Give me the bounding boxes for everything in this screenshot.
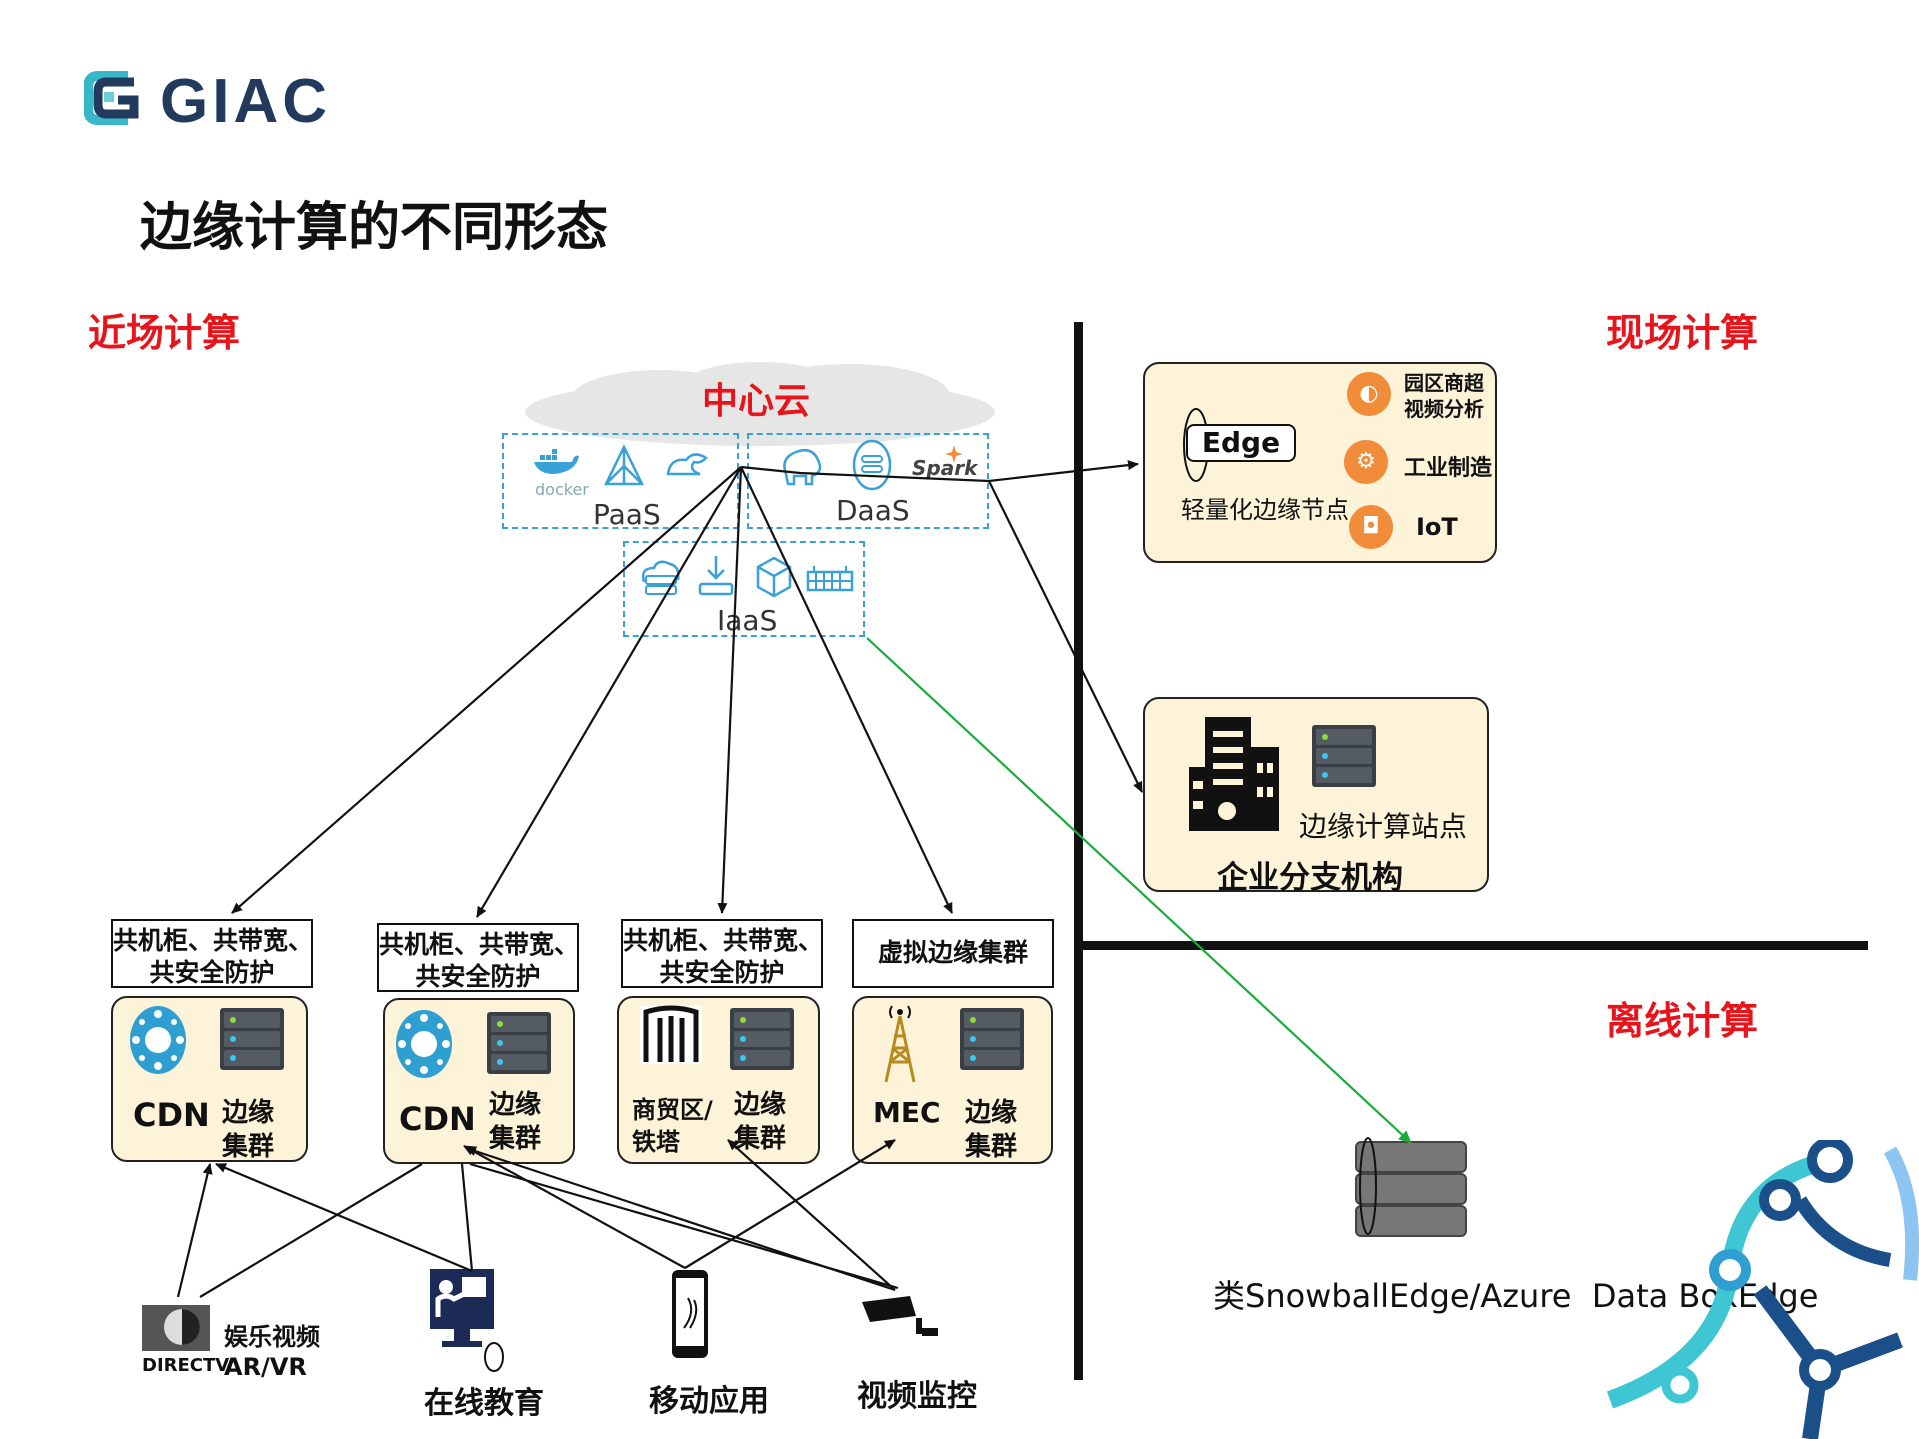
cluster-tag-4: 虚拟边缘集群 [852,919,1054,988]
branch-org-label: 企业分支机构 [1217,860,1403,896]
cluster-name-4: MEC [873,1096,941,1129]
triangle-network-icon [604,444,644,486]
docker-icon [534,449,579,474]
directv-brand: DIRECTV [142,1355,230,1376]
cluster-name-2: CDN [399,1100,476,1138]
lightweight-node-label: 轻量化边缘节点 [1181,496,1349,524]
cluster-server-icon [487,1012,551,1074]
section-onsite: 现场计算 [1606,311,1759,355]
spark-star-icon [945,445,963,463]
cdn-gear-icon [396,1010,452,1078]
storage-stack-icon [1355,1137,1467,1237]
online-teacher-icon [430,1269,504,1372]
client-mobile: 移动应用 [649,1384,769,1419]
page-title: 边缘计算的不同形态 [140,198,609,258]
offline-device-label: 类SnowballEdge/Azure Data BoxEdge [1213,1277,1819,1315]
edge-site-label: 边缘计算站点 [1299,810,1468,843]
edge-item-industrial: 工业制造 [1404,456,1493,481]
edge-item-video: 园区商超 视频分析 [1404,371,1484,421]
cluster-server-icon [730,1008,794,1070]
iaas-label: IaaS [717,604,778,637]
cluster-tag-2: 共机柜、共带宽、 共安全防护 [377,923,579,992]
database-cycle-icon [852,439,892,491]
cluster-name-1: CDN [133,1096,210,1134]
mobile-phone-icon [672,1270,708,1358]
paas-box [502,433,739,529]
spark-logo-text: Spark [912,456,978,480]
cube-icon [756,556,792,598]
cdn-gear-icon [130,1006,186,1074]
client-education: 在线教育 [424,1386,544,1421]
office-building-icon [1189,717,1279,831]
edge-label: Edge [1186,424,1296,462]
daas-label: DaaS [836,494,910,527]
cloud-shape [525,362,995,446]
cluster-tag-3: 共机柜、共带宽、 共安全防护 [621,919,823,988]
cluster-edge-label-4: 边缘 集群 [965,1098,1018,1162]
section-offline: 离线计算 [1606,999,1759,1043]
center-cloud-label: 中心云 [702,381,811,422]
horizontal-divider [1080,941,1868,950]
industrial-robot-icon: ⚙ [1344,440,1388,484]
docker-text: docker [535,480,589,499]
building-network-icon [806,566,854,592]
decorative-network-graphic [1606,1140,1919,1439]
cluster-server-icon [220,1008,284,1070]
directv-logo-icon [142,1305,210,1351]
edge-node-panel [1143,362,1497,563]
edge-item-iot: IoT [1416,513,1458,541]
vertical-divider [1074,322,1083,1380]
iaas-box [623,541,865,637]
cloud-wave-icon [666,453,708,476]
client-surveillance: 视频监控 [857,1379,977,1414]
radio-tower-icon [884,1005,916,1083]
cluster-tag-1: 共机柜、共带宽、 共安全防护 [111,919,313,988]
cluster-edge-label-3: 边缘 集群 [734,1090,787,1154]
cluster-name-3: 商贸区/ 铁塔 [632,1096,713,1156]
paas-label: PaaS [593,498,661,531]
client-entertainment: 娱乐视频 AR/VR [224,1323,320,1381]
hadoop-elephant-icon [783,449,822,486]
section-near: 近场计算 [88,311,241,355]
cloud-server-icon [641,560,680,595]
branch-server-icon [1312,725,1376,787]
mall-tower-icon [640,1005,702,1064]
video-analysis-icon: ◐ [1347,372,1391,416]
logo-mark-icon [84,71,139,125]
logo-text: GIAC [160,67,331,136]
download-storage-icon [698,556,734,596]
cluster-edge-label-1: 边缘 集群 [222,1098,275,1162]
cluster-server-icon [960,1008,1024,1070]
cluster-edge-label-2: 边缘 集群 [489,1090,542,1154]
cctv-camera-icon [862,1296,938,1336]
iot-chip-icon: ◘ [1349,505,1393,549]
